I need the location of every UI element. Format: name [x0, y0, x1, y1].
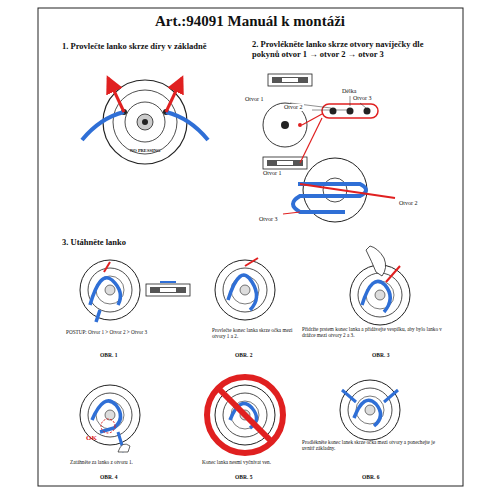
callout-label: Otvor 2	[283, 104, 304, 111]
figure-caption: Konec lanka nesmí vyčnívat ven.	[202, 460, 312, 466]
callout-label: Otvor 1	[262, 170, 283, 177]
figure-caption: Přidržte prstem konec lanka a přidávejte…	[302, 327, 442, 339]
figure-number: OBR. 4	[100, 474, 117, 480]
callout-label: Otvor 3	[258, 216, 279, 223]
figure-caption: POSTUP: Otvor 1 > Otvor 2 > Otvor 3	[66, 330, 196, 336]
figure-number: OBR. 3	[372, 352, 389, 358]
callout-label: Otvor 3	[352, 95, 373, 102]
step-heading: 2. Provlékněte lanko skrze otvory navíje…	[252, 40, 452, 60]
callout-label: Otvor 2	[398, 200, 419, 207]
step-heading: 3. Utáhněte lanko	[62, 238, 232, 248]
figure-number: OBR. 5	[235, 474, 252, 480]
callout-label: Délka	[341, 88, 357, 95]
figure-caption: Zatáhněte za lanko z otvoru 1.	[70, 460, 180, 466]
figure-number: OBR. 2	[235, 352, 252, 358]
figure-caption: Prodlékněte konec lanek skrze očka mezi …	[302, 440, 442, 452]
figure-caption: Provlečte konec lanka skrze očka mezi ot…	[212, 328, 302, 340]
callout-label: Otvor 1	[244, 96, 265, 103]
figure-number: OBR. 1	[100, 352, 117, 358]
ok-mark: OK	[86, 434, 97, 442]
figure-number: OBR. 6	[362, 474, 379, 480]
part-marking: NO PRESSING	[130, 148, 160, 153]
step-heading: 1. Provlečte lanko skrze díry v základně	[62, 42, 232, 52]
page-title: Art.:94091 Manuál k montáži	[40, 13, 460, 30]
